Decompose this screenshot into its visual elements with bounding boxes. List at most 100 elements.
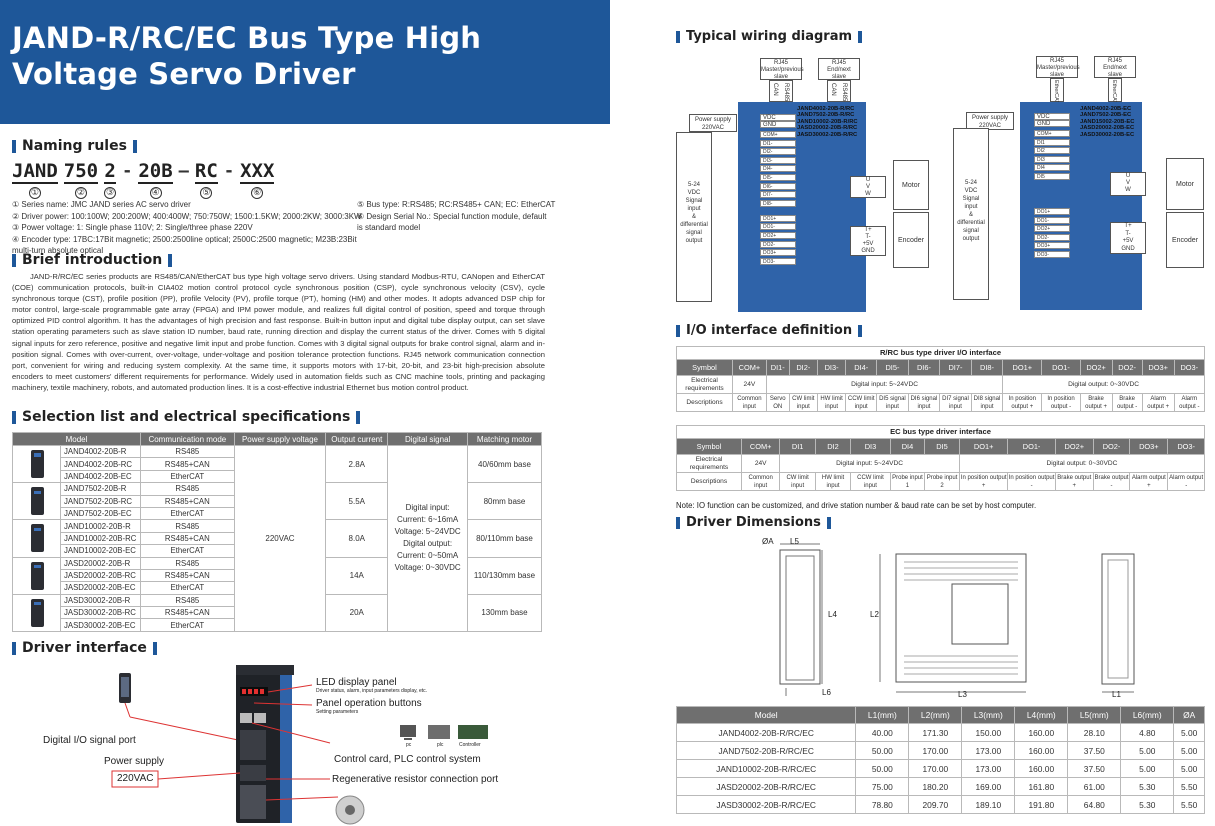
- dims-cell: 37.50: [1067, 741, 1122, 760]
- dims-cell: 28.10: [1067, 723, 1122, 742]
- io-description: HW limit input: [814, 472, 852, 491]
- motor-cell: 130mm base: [466, 593, 543, 632]
- io-pin: DO1-: [1034, 216, 1070, 224]
- dims-cell: 4.80: [1120, 723, 1175, 742]
- naming-code-part: 2: [104, 160, 116, 184]
- io-pin: DO2-: [1034, 233, 1070, 241]
- motor-cell: 110/130mm base: [466, 556, 543, 595]
- selection-header: Output current: [325, 432, 389, 446]
- motor-cell: 80mm base: [466, 482, 543, 521]
- plc-label: plc: [437, 742, 444, 748]
- io-description: Brake output -: [1092, 472, 1131, 491]
- digital-signal-line: Current: 6~16mA: [397, 515, 459, 525]
- bus-port-2: CAN RS485: [827, 80, 851, 102]
- front-view: [779, 549, 821, 685]
- pc-label: pc: [406, 742, 412, 748]
- comm-cell: RS485+CAN: [140, 494, 235, 508]
- dims-cell: 173.00: [961, 759, 1016, 778]
- digital-signal-line: Voltage: 5~24VDC: [394, 527, 461, 537]
- dims-cell: 5.30: [1120, 777, 1175, 796]
- intro-paragraph: JAND-R/RC/EC series products are RS485/C…: [12, 272, 545, 392]
- model-cell: JAND10002-20B-RC: [60, 531, 141, 546]
- io-pin: DO2-: [760, 240, 796, 248]
- controller-label: Controller: [459, 742, 481, 748]
- io-description: In position output -: [1007, 472, 1056, 491]
- io-pin: DI5-: [760, 173, 796, 181]
- naming-number: ②: [74, 187, 87, 199]
- io-description: HW limit input: [816, 393, 847, 412]
- dims-cell: 5.00: [1120, 759, 1175, 778]
- io-header: DI2-: [788, 359, 818, 376]
- io-pin: DO3-: [760, 257, 796, 265]
- io-description: Alarm output +: [1129, 472, 1169, 491]
- io-com-voltage: 24V: [740, 454, 781, 473]
- model-cell: JAND10002-20B-R: [60, 519, 141, 533]
- dims-cell: JASD20002-20B-R/RC/EC: [675, 777, 857, 796]
- selection-header: Power supply voltage: [233, 432, 327, 446]
- io-header: DI5: [924, 438, 960, 455]
- wiring-text: JAND4002-20B-R/RC: [797, 106, 855, 112]
- wiring-text: signal: [686, 230, 702, 236]
- model-cell: JASD20002-20B-EC: [60, 581, 141, 595]
- dims-cell: 61.00: [1067, 777, 1122, 796]
- naming-code-part: 20B: [138, 160, 173, 184]
- naming-note: ② Driver power: 100:100W; 200:200W; 400:…: [12, 211, 362, 221]
- model-cell: JAND7502-20B-R: [60, 482, 141, 496]
- comm-cell: RS485: [140, 519, 235, 533]
- wiring-text: JAND15002-20B-EC: [1080, 118, 1135, 125]
- io-pin: DI3: [1034, 155, 1070, 163]
- io-row-label: Descriptions: [676, 472, 742, 491]
- naming-number: ⑤: [200, 187, 213, 199]
- naming-note: ⑥ Design Serial No.: Special function mo…: [357, 211, 547, 221]
- io-header: COM+: [740, 438, 781, 455]
- wiring-text: Signal: [962, 196, 980, 202]
- io-description: Brake output -: [1111, 393, 1143, 412]
- dims-cell: 5.50: [1173, 795, 1205, 814]
- driver-thumbnail: [12, 593, 61, 632]
- model-cell: JAND7502-20B-EC: [60, 506, 141, 521]
- power-supply-label: Power supply: [104, 756, 165, 767]
- comm-cell: RS485+CAN: [140, 568, 235, 583]
- naming-code-part: 750: [63, 160, 99, 184]
- wiring-text: signal: [963, 228, 979, 234]
- dims-cell: 209.70: [908, 795, 963, 814]
- naming-number: ④: [149, 187, 162, 199]
- io-header: DO2-: [1092, 438, 1131, 455]
- io-header: DI2: [814, 438, 852, 455]
- dims-cell: 180.20: [908, 777, 963, 796]
- dims-cell: 150.00: [961, 723, 1016, 742]
- io-description: Common input: [731, 393, 767, 412]
- io-pin: DO1-: [760, 223, 796, 231]
- wiring-text: output: [962, 236, 980, 242]
- dims-cell: 5.00: [1120, 741, 1175, 760]
- naming-separator: -: [223, 161, 235, 181]
- io-title-row: EC bus type driver interface: [676, 425, 1205, 439]
- io-pin: DO1+: [760, 214, 796, 222]
- model-cell: JASD20002-20B-RC: [60, 568, 141, 583]
- io-header: DO3-: [1173, 359, 1206, 376]
- io-description: Alarm output -: [1167, 472, 1205, 491]
- io-description: Common input: [740, 472, 781, 491]
- io-header: Symbol: [676, 438, 742, 455]
- dims-cell: 169.00: [961, 777, 1016, 796]
- driver-thumbnail-icon: [31, 598, 44, 627]
- comm-cell: RS485: [140, 556, 235, 570]
